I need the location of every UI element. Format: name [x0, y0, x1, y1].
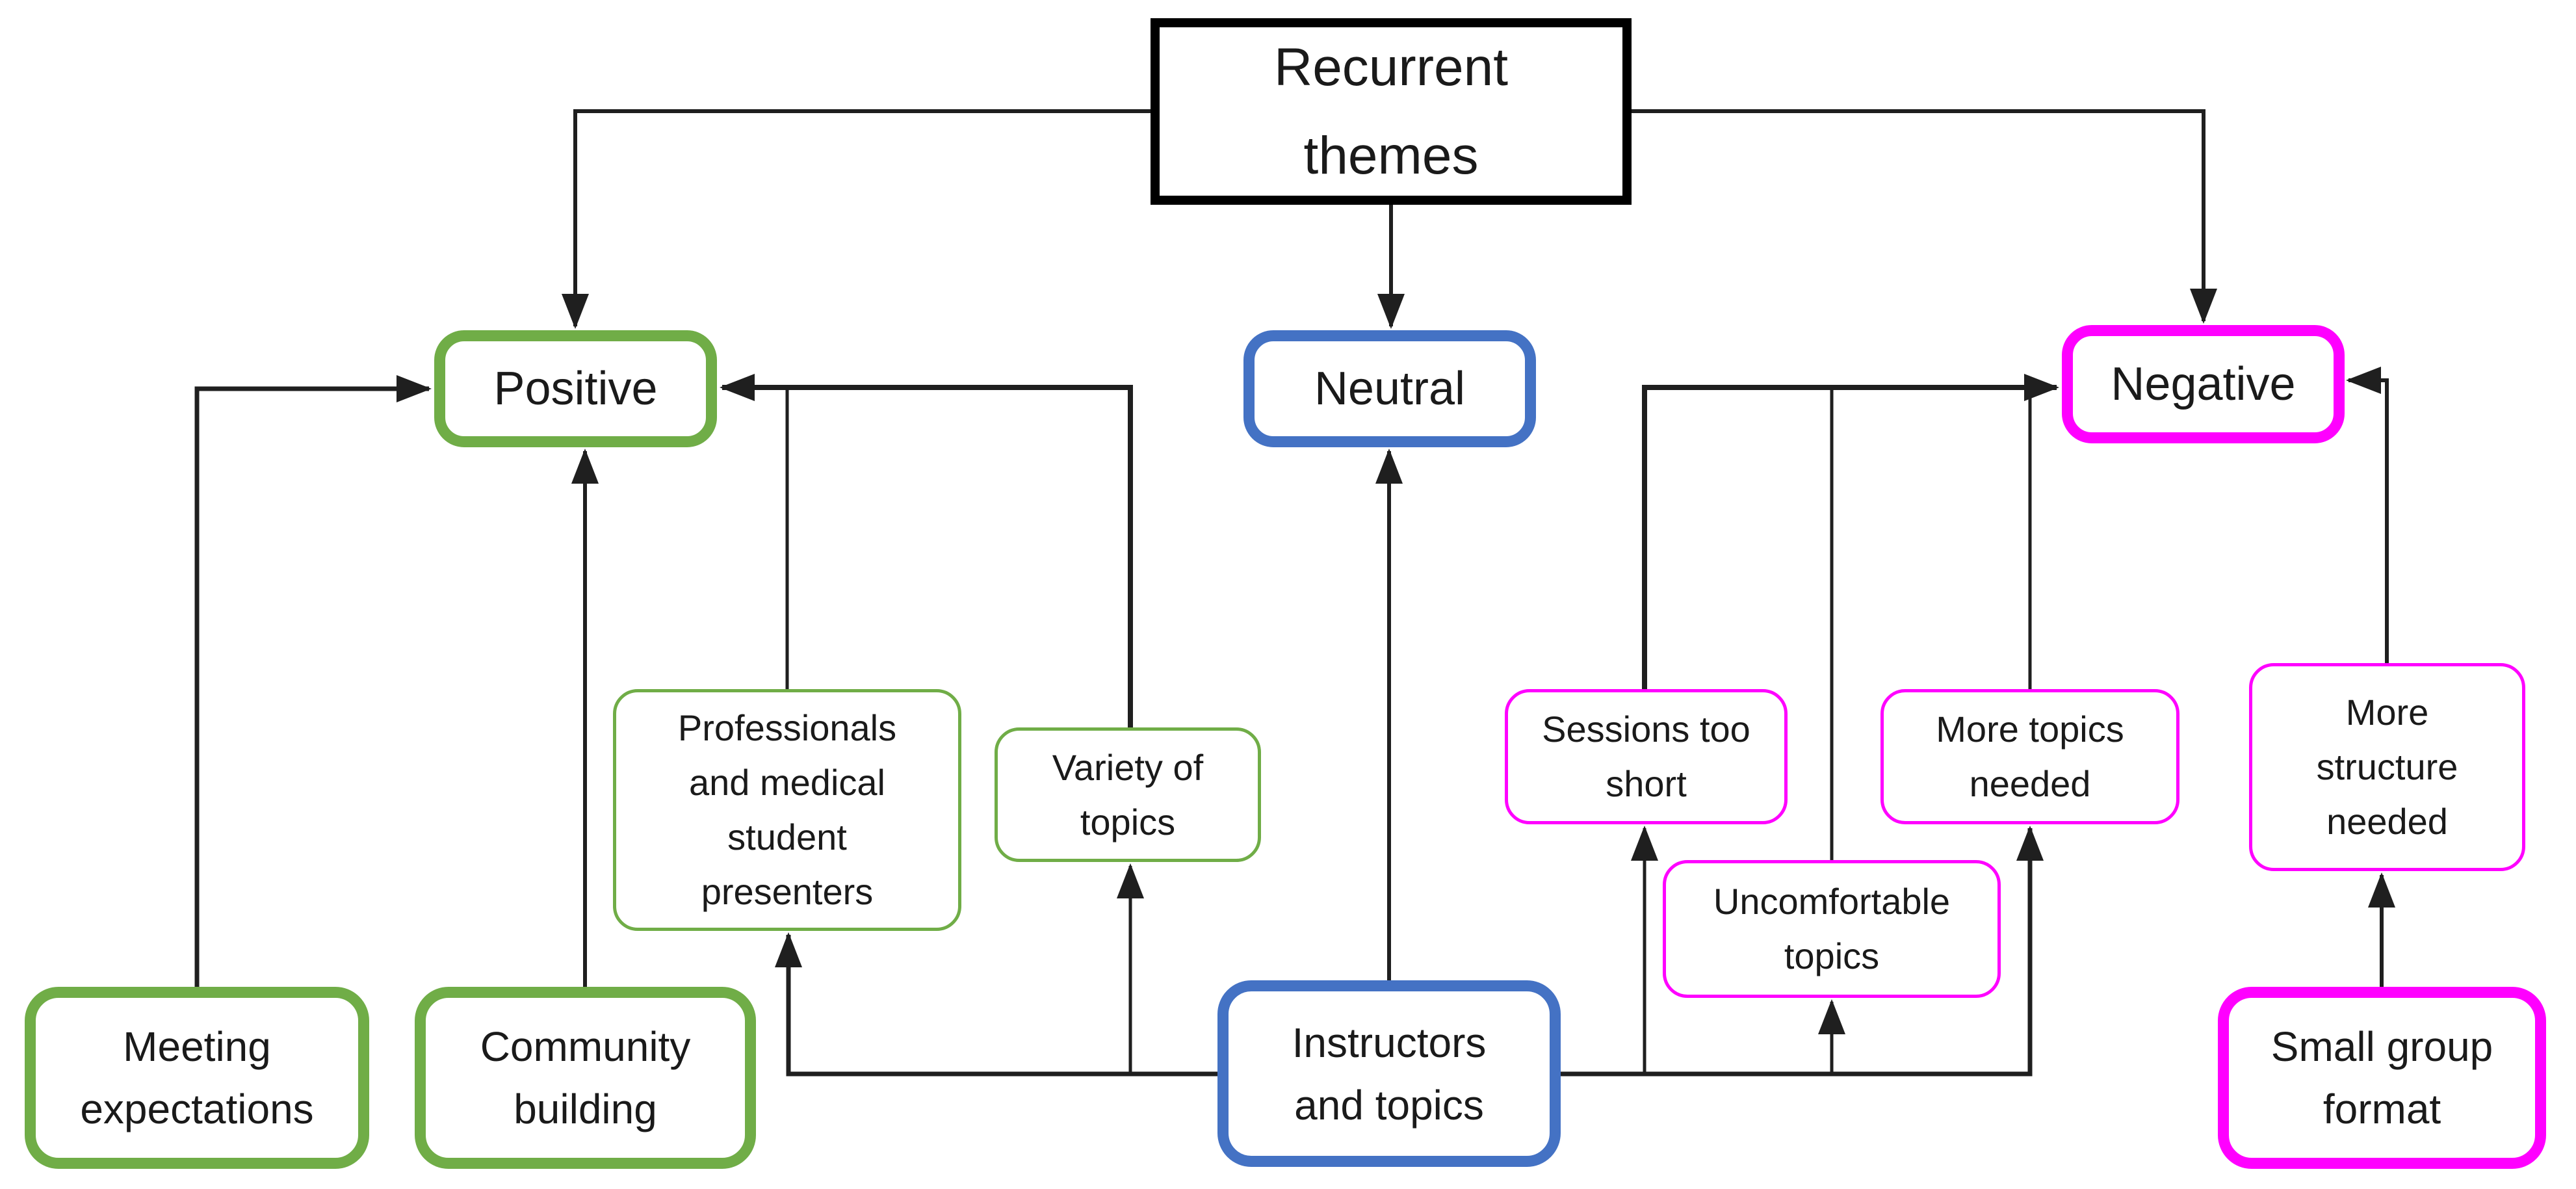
node-neutral: Neutral [1243, 330, 1536, 447]
node-sessions-too-short: Sessions too short [1505, 689, 1788, 824]
node-negative: Negative [2062, 325, 2345, 443]
edge-recurrent-themes-to-negative [1632, 109, 2217, 324]
node-label-positive: Positive [493, 362, 658, 415]
node-recurrent-themes: Recurrent themes [1151, 18, 1632, 205]
node-meeting-expectations: Meeting expectations [25, 987, 369, 1169]
edge-recurrent-themes-to-positive [562, 109, 1151, 329]
node-community-building: Community building [415, 987, 756, 1169]
node-label-small-group-format: Small group format [2270, 1023, 2493, 1132]
node-label-more-topics-needed: More topics needed [1936, 709, 2124, 804]
node-small-group-format: Small group format [2218, 987, 2546, 1169]
node-professionals-presenters: Professionals and medical student presen… [613, 689, 961, 931]
node-label-uncomfortable-topics: Uncomfortable topics [1713, 881, 1951, 976]
node-label-meeting-expectations: Meeting expectations [80, 1023, 314, 1132]
node-label-neutral: Neutral [1314, 362, 1466, 415]
edge-meeting-expectations-to-positive [194, 375, 432, 987]
edge-sessions-too-short-to-negative [1642, 374, 2059, 689]
node-label-instructors-and-topics: Instructors and topics [1292, 1019, 1487, 1129]
node-instructors-and-topics: Instructors and topics [1217, 980, 1561, 1167]
node-variety-of-topics: Variety of topics [995, 727, 1261, 862]
node-label-negative: Negative [2111, 358, 2296, 410]
node-label-sessions-too-short: Sessions too short [1542, 709, 1750, 804]
node-label-professionals-presenters: Professionals and medical student presen… [677, 707, 897, 912]
node-label-variety-of-topics: Variety of topics [1052, 746, 1204, 843]
edge-instructors-and-topics-to-professionals-presenters [775, 932, 1217, 1077]
node-uncomfortable-topics: Uncomfortable topics [1663, 860, 2001, 998]
node-more-topics-needed: More topics needed [1880, 689, 2179, 824]
edge-variety-of-topics-to-positive [720, 374, 1133, 727]
edge-more-structure-needed-to-negative [2346, 367, 2389, 663]
node-more-structure-needed: More structure needed [2249, 663, 2525, 871]
node-label-recurrent-themes: Recurrent themes [1273, 38, 1509, 185]
edge-instructors-and-topics-to-more-topics-needed [1561, 826, 2044, 1077]
node-positive: Positive [434, 330, 717, 447]
node-label-more-structure-needed: More structure needed [2316, 692, 2458, 842]
node-label-community-building: Community building [480, 1023, 691, 1132]
